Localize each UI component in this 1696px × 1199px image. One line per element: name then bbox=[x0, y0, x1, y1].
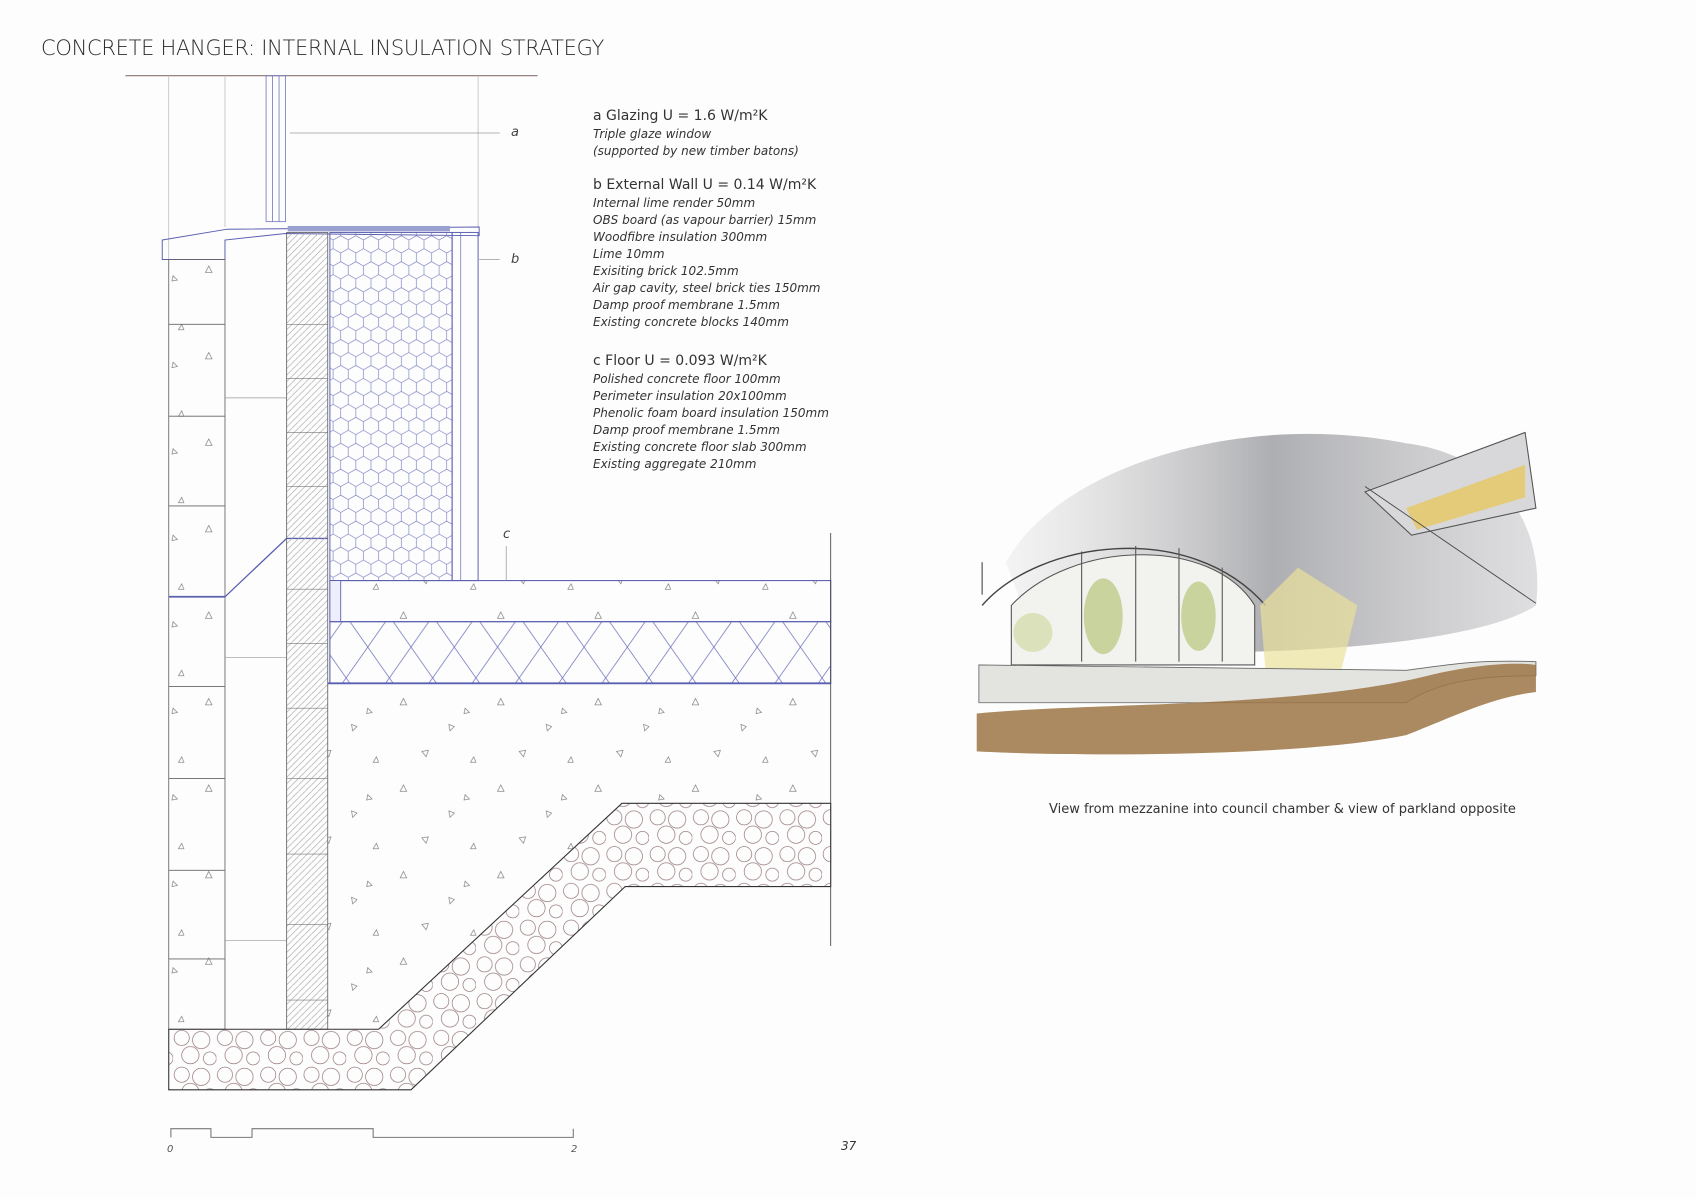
spec-heading: a Glazing U = 1.6 W/m²K bbox=[593, 108, 768, 124]
spec-heading: b External Wall U = 0.14 W/m²K bbox=[593, 177, 817, 193]
perimeter-insulation bbox=[329, 580, 342, 623]
scale-end-label: 2 bbox=[571, 1144, 578, 1155]
spec-item: Damp proof membrane 1.5mm bbox=[593, 298, 780, 312]
woodfibre-insulation bbox=[329, 231, 453, 582]
spec-external-wall: b External Wall U = 0.14 W/m²K Internal … bbox=[593, 177, 820, 331]
page-title: CONCRETE HANGER: INTERNAL INSULATION STR… bbox=[41, 36, 605, 60]
spec-item: Woodfibre insulation 300mm bbox=[593, 230, 768, 244]
spec-floor: c Floor U = 0.093 W/m²K Polished concret… bbox=[593, 353, 829, 473]
spec-item: Triple glaze window bbox=[593, 127, 712, 141]
spec-item: Existing concrete blocks 140mm bbox=[593, 315, 789, 329]
spec-item: Phenolic foam board insulation 150mm bbox=[593, 406, 829, 420]
spec-item: OBS board (as vapour barrier) 15mm bbox=[593, 213, 817, 227]
page-number: 37 bbox=[841, 1139, 857, 1153]
spec-item: Internal lime render 50mm bbox=[593, 196, 756, 210]
watercolour-sketch bbox=[976, 431, 1538, 755]
spec-item: (supported by new timber batons) bbox=[593, 144, 799, 158]
concrete-floor-slab bbox=[327, 685, 831, 1030]
spec-item: Perimeter insulation 20x100mm bbox=[593, 389, 787, 403]
concrete-blocks bbox=[168, 259, 226, 1030]
scale-start-label: 0 bbox=[167, 1144, 174, 1155]
spec-item: Damp proof membrane 1.5mm bbox=[593, 423, 780, 437]
window-frame bbox=[265, 75, 286, 223]
lime-render bbox=[451, 231, 479, 582]
spec-heading: c Floor U = 0.093 W/m²K bbox=[593, 353, 767, 369]
phenolic-insulation bbox=[329, 621, 832, 684]
spec-item: Air gap cavity, steel brick ties 150mm bbox=[593, 281, 821, 295]
callout-c: c bbox=[503, 527, 511, 542]
scale-bar bbox=[170, 1128, 574, 1138]
spec-item: Existing concrete floor slab 300mm bbox=[593, 440, 807, 454]
callout-a: a bbox=[511, 125, 519, 140]
spec-item: Polished concrete floor 100mm bbox=[593, 372, 781, 386]
sketch-caption: View from mezzanine into council chamber… bbox=[1049, 802, 1516, 817]
polished-concrete-floor bbox=[329, 580, 832, 623]
existing-brick bbox=[286, 232, 329, 1030]
spec-item: Existing aggregate 210mm bbox=[593, 457, 757, 471]
spec-item: Exisiting brick 102.5mm bbox=[593, 264, 739, 278]
callout-b: b bbox=[511, 252, 520, 267]
spec-item: Lime 10mm bbox=[593, 247, 665, 261]
spec-glazing: a Glazing U = 1.6 W/m²K Triple glaze win… bbox=[593, 108, 799, 160]
